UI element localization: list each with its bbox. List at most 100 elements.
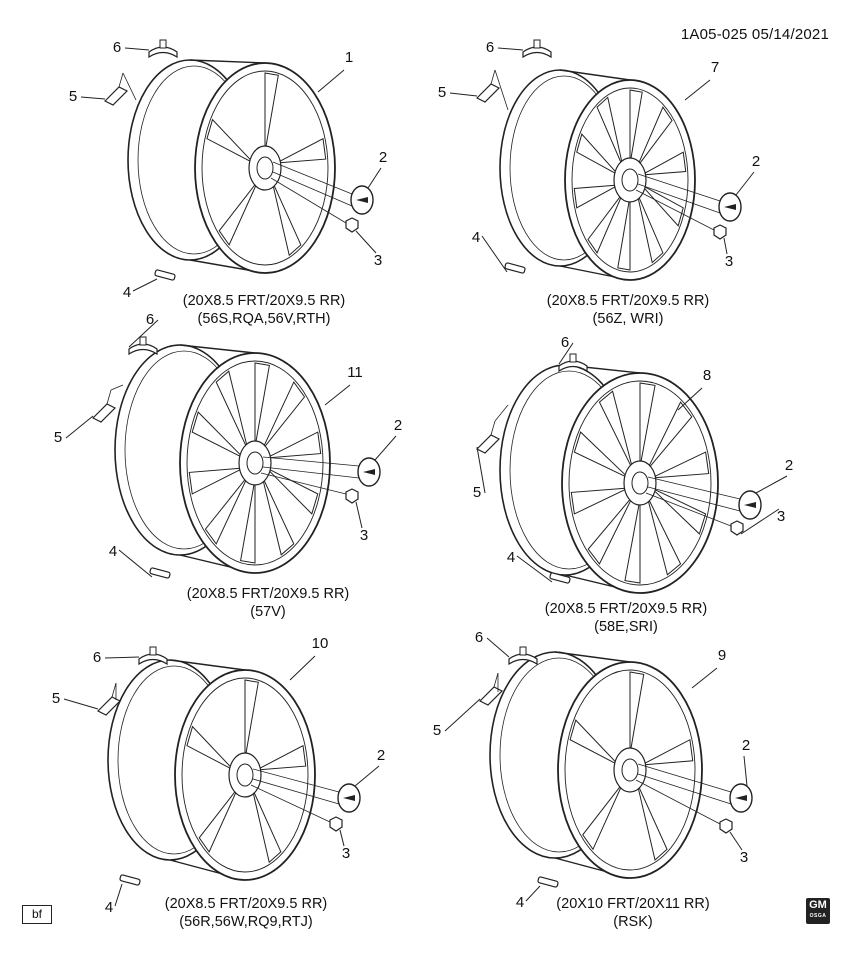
callout-center-cap: 2 [379,149,387,166]
caption-wheel-8: (20X8.5 FRT/20X9.5 RR) (58E,SRI) [486,600,766,636]
valve-stem [154,269,176,281]
callout-balance-weight: 6 [146,311,154,328]
lug-nut [719,818,733,834]
wheel-face-lip [571,87,689,273]
wheel-spoke [641,151,687,176]
caption-codes: (56Z, WRI) [592,311,664,327]
balance-weight-clip [149,646,157,656]
caption-size: (20X8.5 FRT/20X9.5 RR) [544,601,708,617]
caption-codes: (57V) [250,604,286,620]
caption-wheel-10: (20X8.5 FRT/20X9.5 RR) (56R,56W,RQ9,RTJ) [106,895,386,931]
balance-weight [522,46,552,59]
callout-lug-nut: 3 [777,508,785,525]
lug-nut [345,488,359,504]
wheel-spoke [256,744,307,771]
balance-weight-clip [519,646,527,656]
balance-weight-clip [159,39,167,49]
wheel-label [96,696,122,716]
wheel-spoke [198,787,239,853]
wheel-spoke [617,195,631,271]
wheel-spoke [254,362,270,448]
callout-balance-weight: 6 [486,39,494,56]
bowtie-emblem-icon [363,469,375,475]
callout-center-cap: 2 [752,153,760,170]
wheel-label [478,686,504,706]
wheel-spoke [636,782,668,861]
lug-nut [345,217,359,233]
bowtie-emblem-icon [735,795,747,801]
wheel-face-lip [181,677,309,873]
caption-codes: (56S,RQA,56V,RTH) [197,311,331,327]
wheel-hub-bore [621,758,639,782]
caption-size: (20X8.5 FRT/20X9.5 RR) [182,293,346,309]
wheel-spoke [261,381,306,451]
wheel-spoke [639,382,656,468]
callout-valve-stem: 4 [109,543,117,560]
callout-wheel: 9 [718,647,726,664]
wheel-spoke [188,467,244,495]
callout-wheel: 7 [711,59,719,76]
wheel-spoke [191,411,244,459]
caption-codes: (RSK) [613,914,653,930]
wheel-spoke [570,487,629,515]
wheel-hub-bore [256,156,274,180]
wheel-spoke [629,89,643,165]
wheel-spoke [204,475,249,545]
gm-logo-sub: OSGA [809,913,827,919]
callout-label: 5 [438,84,446,101]
balance-weight [148,46,178,59]
bowtie-emblem-icon [343,795,355,801]
callout-balance-weight: 6 [93,649,101,666]
wheel-spoke [206,118,254,164]
wheel-label [103,86,129,106]
wheel-spoke [641,184,684,227]
wheel-hub [238,440,272,486]
callout-label: 5 [69,88,77,105]
callout-center-cap: 2 [394,417,402,434]
callout-valve-stem: 4 [472,229,480,246]
wheel-spoke [651,451,710,479]
caption-wheel-11: (20X8.5 FRT/20X9.5 RR) (57V) [128,585,408,621]
lug-nut [713,224,727,240]
callout-label: 5 [473,484,481,501]
balance-weight-clip [533,39,541,49]
wheel-label [475,434,501,454]
gm-logo-text: GM [809,899,827,911]
wheel-spoke [641,738,694,766]
balance-weight [128,343,158,356]
callout-balance-weight: 6 [561,334,569,351]
wheel-spoke [587,495,634,565]
wheel-spoke [251,787,282,864]
caption-wheel-7: (20X8.5 FRT/20X9.5 RR) (56Z, WRI) [488,292,768,328]
wheel-spoke [651,487,707,535]
callout-center-cap: 2 [377,747,385,764]
wheel-spoke [624,498,641,584]
bowtie-emblem-icon [744,502,756,508]
wheel-spoke [215,370,249,451]
wheel-face-lip [201,70,329,266]
callout-label: 5 [52,690,60,707]
callout-balance-weight: 6 [475,629,483,646]
wheel-spoke [576,133,619,176]
callout-balance-weight: 6 [113,39,121,56]
wheel-face-lip [564,669,696,871]
valve-stem [537,876,559,888]
balance-weight [138,653,168,666]
callout-lug-nut: 3 [725,253,733,270]
wheel-spoke [587,192,624,254]
wheel-hub [623,460,657,506]
wheel-hub [228,752,262,798]
wheel-spoke [240,478,256,564]
bowtie-emblem-icon [356,197,368,203]
lug-nut [329,816,343,832]
wheel-hub [613,747,647,793]
wheel-label [475,83,501,103]
callout-wheel: 8 [703,367,711,384]
balance-weight [558,360,588,373]
wheel-spoke [271,180,302,257]
callout-valve-stem: 4 [123,284,131,301]
